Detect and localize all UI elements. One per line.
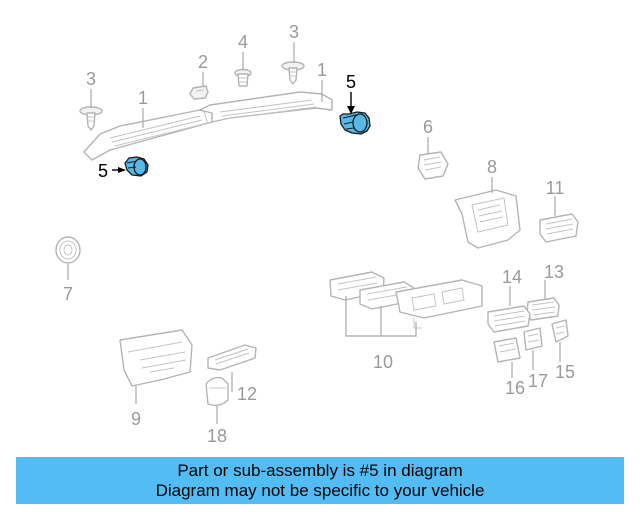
callout-11: 11	[546, 178, 565, 198]
callout-17: 17	[528, 371, 548, 391]
callout-2: 2	[198, 52, 208, 72]
callout-15: 15	[555, 362, 575, 382]
info-banner: Part or sub-assembly is #5 in diagram Di…	[16, 457, 624, 504]
center-panel-part-8	[454, 189, 521, 249]
callout-16: 16	[505, 378, 525, 398]
callout-3-left: 3	[86, 69, 96, 89]
knob-part-16	[493, 337, 521, 363]
callout-8: 8	[487, 157, 497, 177]
grommet-part-5-lower	[124, 156, 149, 177]
callout-10: 10	[373, 352, 393, 372]
banner-line-1: Part or sub-assembly is #5 in diagram	[177, 460, 463, 480]
banner-line-2: Diagram may not be specific to your vehi…	[155, 480, 485, 500]
defroster-duct-part-1	[83, 91, 333, 161]
vent-part-14	[487, 305, 531, 333]
callout-18: 18	[207, 426, 227, 446]
cap-part-18	[205, 376, 229, 407]
callout-5-upper: 5	[346, 72, 356, 92]
callout-9: 9	[131, 409, 141, 429]
grommet-part-5-upper	[339, 111, 371, 135]
fastener-part-3-right	[281, 61, 305, 85]
clip-part-15	[551, 319, 569, 343]
callout-1-left: 1	[138, 88, 148, 108]
callout-3-right: 3	[289, 22, 299, 42]
vent-assembly-part-10	[329, 271, 483, 329]
fastener-part-4	[234, 68, 252, 87]
knob-part-17	[523, 327, 543, 351]
round-vent-part-7	[55, 236, 81, 264]
clip-part-2	[189, 85, 209, 100]
callout-4: 4	[238, 32, 248, 52]
callout-7: 7	[63, 284, 73, 304]
callout-1-right: 1	[317, 60, 327, 80]
callout-5-lower: 5	[98, 161, 108, 181]
side-vent-part-6	[417, 151, 449, 180]
callout-6: 6	[423, 117, 433, 137]
parts-diagram: 1 1 2 3 3 4 5 5	[55, 22, 579, 446]
bracket-part-9	[119, 329, 193, 387]
small-vent-part-12	[207, 344, 257, 371]
callout-14: 14	[502, 267, 522, 287]
right-vent-part-11	[539, 213, 579, 243]
callout-12: 12	[237, 384, 257, 404]
callout-13: 13	[544, 262, 564, 282]
vent-part-13	[526, 297, 560, 321]
fastener-part-3-left	[79, 106, 103, 131]
